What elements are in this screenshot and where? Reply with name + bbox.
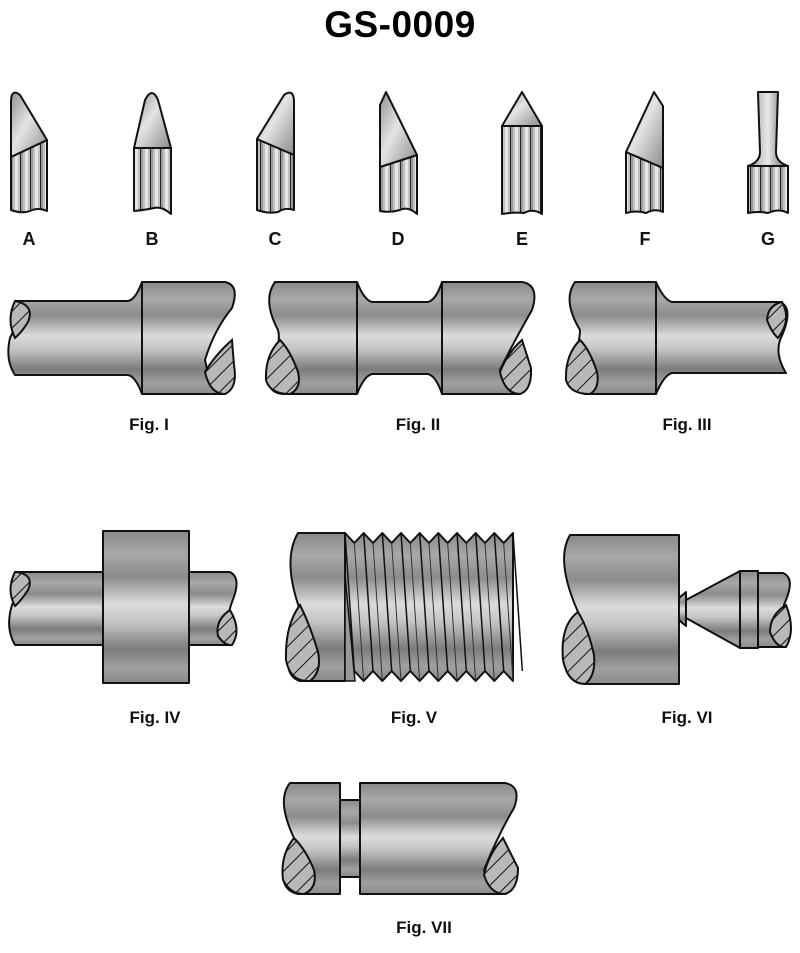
tool-label: D (392, 229, 405, 249)
tool-label: F (640, 229, 651, 249)
thread-crest-line (474, 532, 486, 672)
thread-crest-line (512, 532, 524, 672)
thread-root-line (465, 542, 477, 682)
tool-label: B (146, 229, 159, 249)
figure-6-parting (561, 534, 792, 686)
figure-3-step-shoulder (564, 281, 789, 396)
thread-root-line (428, 542, 439, 682)
thread-crest-line (456, 532, 468, 672)
thread-crest-line (381, 532, 393, 672)
figure-label: Fig. I (129, 415, 169, 434)
thread-root-line (447, 542, 458, 682)
tool-label: C (269, 229, 282, 249)
tool-bit-a (10, 91, 48, 214)
thread-root-line (353, 542, 365, 682)
figure-label: Fig. VI (662, 708, 713, 727)
thread-crest-line (437, 532, 449, 672)
thread-root-line (391, 542, 402, 682)
thread-root-line (409, 542, 421, 682)
thread-root-line (503, 542, 514, 682)
tool-bit-d (379, 91, 418, 215)
tool-label: A (23, 229, 36, 249)
tool-bit-g (747, 91, 789, 214)
thread-crest-line (400, 532, 412, 672)
thread-crest-line (493, 532, 505, 672)
figure-5-thread (284, 532, 524, 683)
figure-label: Fig. IV (130, 708, 182, 727)
figure-4-collar (8, 530, 238, 684)
tool-bit-b (133, 92, 172, 215)
figure-2-undercut-groove (264, 281, 536, 396)
page-title: GS-0009 (324, 4, 476, 45)
figure-label: Fig. V (391, 708, 438, 727)
tool-label: E (516, 229, 528, 249)
figure-label: Fig. II (396, 415, 440, 434)
tool-label: G (761, 229, 775, 249)
thread-crest-line (344, 532, 356, 672)
tool-bit-c (256, 91, 295, 214)
tool-bit-f (625, 91, 664, 214)
thread-root-line (484, 542, 495, 682)
thread-start-chamfer (344, 574, 356, 682)
figure-label: Fig. VII (396, 918, 452, 937)
thread-crest-line (418, 532, 430, 672)
tool-bit-e (501, 91, 543, 215)
figure-1-step-shoulder (7, 281, 236, 396)
figure-label: Fig. III (662, 415, 711, 434)
thread-root-line (372, 542, 383, 682)
figure-7-square-groove (281, 782, 520, 896)
thread-crest-line (362, 532, 374, 672)
